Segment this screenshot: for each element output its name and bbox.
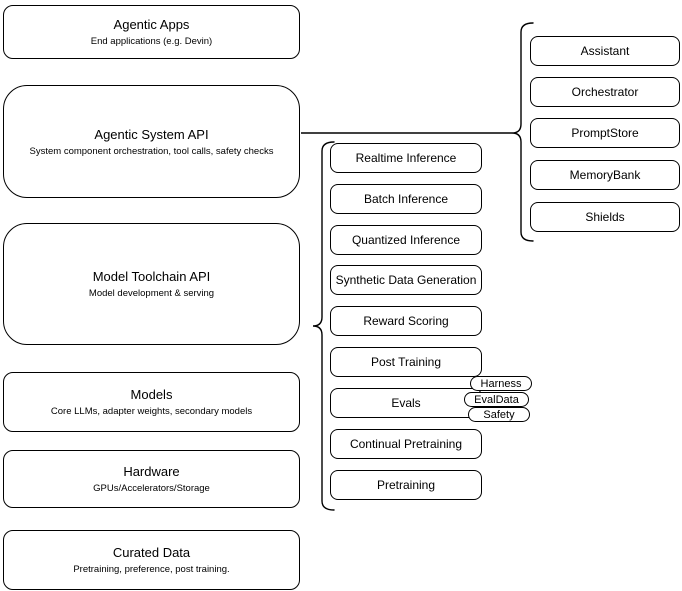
layer-box-models: Models Core LLMs, adapter weights, secon…: [3, 372, 300, 432]
brace-system-components: [511, 22, 534, 242]
component-box-orchestrator: Orchestrator: [530, 77, 680, 107]
component-box-continual-pretraining: Continual Pretraining: [330, 429, 482, 459]
component-label: Evals: [391, 396, 421, 410]
layer-title: Hardware: [123, 464, 180, 479]
component-label: PromptStore: [571, 126, 639, 140]
eval-tag-label: Safety: [483, 408, 515, 421]
layer-title: Curated Data: [112, 545, 191, 560]
component-label: Reward Scoring: [363, 314, 449, 328]
component-box-promptstore: PromptStore: [530, 118, 680, 148]
component-label: Orchestrator: [571, 85, 639, 99]
layer-subtitle: End applications (e.g. Devin): [90, 36, 213, 47]
component-box-batch-inference: Batch Inference: [330, 184, 482, 214]
component-box-memorybank: MemoryBank: [530, 160, 680, 190]
layer-box-model-toolchain-api: Model Toolchain API Model development & …: [3, 223, 300, 345]
component-label: MemoryBank: [569, 168, 641, 182]
layer-title: Models: [130, 387, 173, 402]
layer-title: Model Toolchain API: [92, 269, 211, 284]
eval-tag-harness: Harness: [470, 376, 532, 391]
component-box-post-training: Post Training: [330, 347, 482, 377]
layer-box-hardware: Hardware GPUs/Accelerators/Storage: [3, 450, 300, 508]
layer-box-agentic-apps: Agentic Apps End applications (e.g. Devi…: [3, 5, 300, 59]
component-label: Shields: [585, 210, 625, 224]
layer-box-agentic-system-api: Agentic System API System component orch…: [3, 85, 300, 198]
component-label: Realtime Inference: [355, 151, 457, 165]
component-label: Assistant: [580, 44, 630, 58]
component-box-pretraining: Pretraining: [330, 470, 482, 500]
eval-tag-label: EvalData: [474, 393, 519, 406]
component-box-assistant: Assistant: [530, 36, 680, 66]
layer-subtitle: System component orchestration, tool cal…: [29, 145, 274, 157]
component-label: Batch Inference: [363, 192, 449, 206]
eval-tag-label: Harness: [480, 377, 522, 390]
component-box-shields: Shields: [530, 202, 680, 232]
component-box-quantized-inference: Quantized Inference: [330, 225, 482, 255]
layer-box-curated-data: Curated Data Pretraining, preference, po…: [3, 530, 300, 590]
eval-tag-safety: Safety: [468, 407, 530, 422]
layer-subtitle: Model development & serving: [88, 288, 215, 299]
layer-subtitle: Pretraining, preference, post training.: [73, 564, 230, 575]
component-label: Post Training: [370, 355, 442, 369]
layer-title: Agentic System API: [94, 126, 209, 142]
component-label: Pretraining: [376, 478, 436, 492]
layer-subtitle: GPUs/Accelerators/Storage: [93, 483, 210, 494]
layer-subtitle: Core LLMs, adapter weights, secondary mo…: [50, 406, 253, 417]
component-label: Continual Pretraining: [349, 437, 463, 451]
component-box-realtime-inference: Realtime Inference: [330, 143, 482, 173]
component-box-evals: Evals: [330, 388, 482, 418]
eval-tag-evaldata: EvalData: [464, 392, 529, 407]
component-label: Synthetic Data Generation: [335, 273, 477, 287]
brace-toolchain-components: [312, 141, 335, 511]
component-box-synthetic-data-generation: Synthetic Data Generation: [330, 265, 482, 295]
component-box-reward-scoring: Reward Scoring: [330, 306, 482, 336]
component-label: Quantized Inference: [351, 233, 461, 247]
layer-title: Agentic Apps: [113, 17, 190, 32]
